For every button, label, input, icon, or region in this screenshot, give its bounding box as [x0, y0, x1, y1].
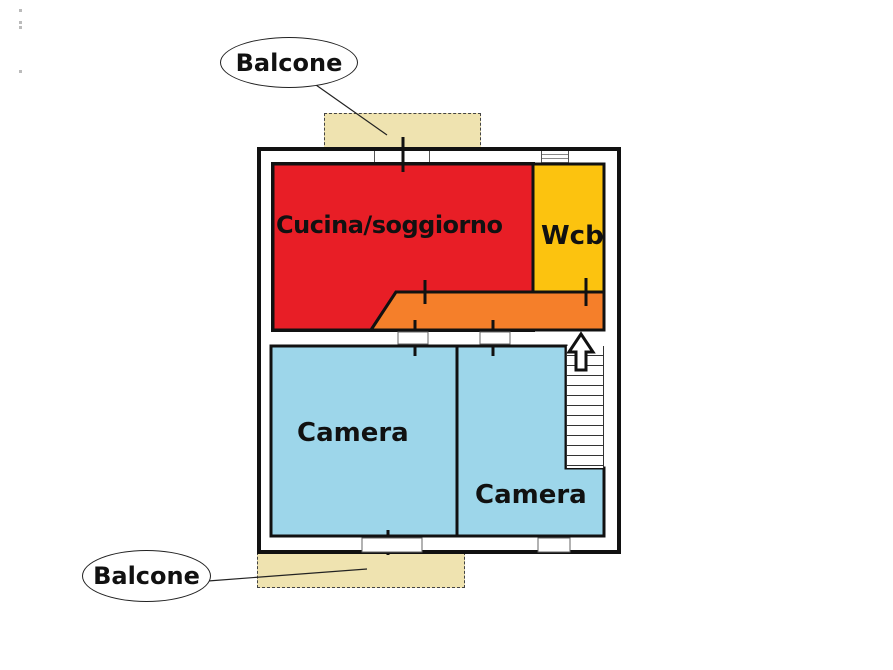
scan-artifact [19, 21, 22, 24]
scan-artifact [19, 9, 22, 12]
arrow-up-icon [566, 331, 596, 372]
window-top-bath [541, 151, 569, 163]
label-cucina-soggiorno: Cucina/soggiorno [276, 211, 503, 239]
label-wcb: Wcb [541, 221, 604, 251]
scan-artifact [19, 26, 22, 29]
label-camera-1: Camera [297, 418, 409, 448]
callout-balcone-bottom: Balcone [82, 550, 211, 602]
label-camera-2: Camera [475, 480, 587, 510]
callout-balcone-top: Balcone [220, 37, 358, 88]
scan-artifact [19, 70, 22, 73]
